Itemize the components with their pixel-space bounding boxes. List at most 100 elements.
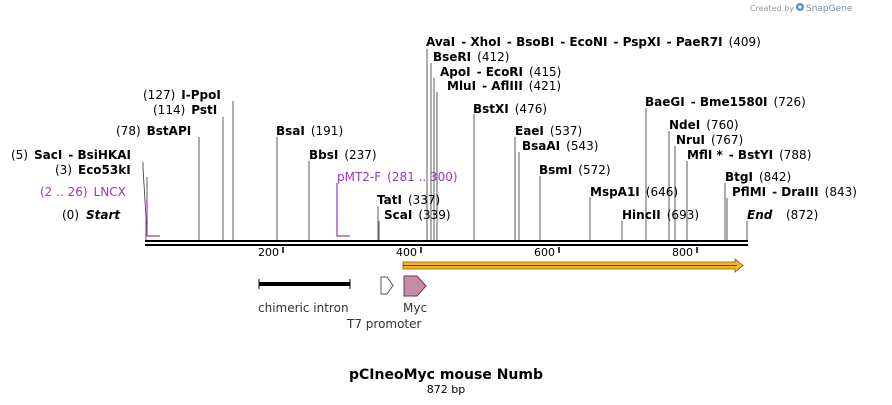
enzyme-name: - Bme1580I [691,95,768,109]
enzyme-name: BseRI [433,50,471,64]
primer-text: (2 .. 26) [40,185,88,199]
promoter-arrow-icon [380,276,394,295]
site-label: BtgI(842) [725,170,791,184]
primer-text: (281 .. 300) [387,170,457,184]
site-label: EaeI (537) [515,124,582,138]
site-position: (760) [706,118,738,132]
site-position: (191) [311,124,343,138]
site-label: (114)PstI [153,103,217,117]
site-position: (537) [550,124,582,138]
primer-label: (2 .. 26) LNCX [40,185,126,199]
site-position: (237) [344,148,376,162]
site-label: ApoI - EcoRI (415) [440,65,561,79]
enzyme-name: ApoI [440,65,471,79]
enzyme-name: AvaI [426,35,455,49]
enzyme-name: ScaI [384,208,412,222]
enzyme-name: SacI [34,148,62,162]
site-position: (421) [529,79,561,93]
site-label: PflMI- DraIII(843) [732,185,857,199]
enzyme-name: - EcoRI [477,65,523,79]
site-position: (788) [779,148,811,162]
enzyme-name: MflI * [687,148,723,162]
primer-label: pMT2-F (281 .. 300) [337,170,458,184]
site-leader-lines [142,49,748,240]
site-label: BstXI(476) [473,102,547,116]
enzyme-name: - AflIII [482,79,523,93]
enzyme-name: MspA1I [590,185,640,199]
site-position: (572) [578,163,610,177]
primer-text: LNCX [94,185,126,199]
enzyme-name: - EcoNI [560,35,607,49]
enzyme-name: BstAPI [147,124,192,138]
enzyme-name: I-PpoI [181,88,221,102]
myc-label: Myc [403,301,427,315]
site-label: MspA1I (646) [590,185,678,199]
site-position: (767) [711,133,743,147]
enzyme-name: Eco53kI [78,163,131,177]
end-label: End [747,208,773,222]
site-position: (337) [408,193,440,207]
site-position: (843) [825,185,857,199]
site-label: AvaI- XhoI- BsoBI- EcoNI- PspXI- PaeR7I(… [426,35,761,49]
site-position: (412) [477,50,509,64]
enzyme-name: BbsI [309,148,338,162]
site-label: MflI * - BstYI (788) [687,148,811,162]
site-position: (726) [774,95,806,109]
enzyme-name: BsmI [539,163,572,177]
enzyme-name: BtgI [725,170,753,184]
ruler-labels: 200 400 600 800 [258,246,693,259]
site-label: NdeI (760) [669,118,739,132]
site-position: (114) [153,103,185,117]
site-label: BsaI (191) [276,124,343,138]
ruler-tick-label: 800 [672,246,693,259]
site-label: ScaI(339) [384,208,451,222]
site-position: (646) [646,185,678,199]
enzyme-name: HincII [622,208,661,222]
enzyme-name: PflMI [732,185,766,199]
end-position: (872) [786,208,818,222]
enzyme-name: - PspXI [613,35,660,49]
ruler-tick-label: 200 [258,246,279,259]
snapgene-brand: SnapGene [806,4,853,14]
enzyme-name: MluI [447,79,476,93]
site-label: BsaAI (543) [522,139,598,153]
site-label: HincII (693) [622,208,699,222]
enzyme-name: BsaI [276,124,305,138]
site-label: NruI (767) [676,133,743,147]
site-label: (78) BstAPI [116,124,191,138]
site-label: (3) Eco53kI [55,163,131,177]
site-label: TatI(337) [377,193,440,207]
enzyme-name: EaeI [515,124,544,138]
enzyme-name: - BsoBI [507,35,554,49]
site-position: (543) [566,139,598,153]
site-position: (78) [116,124,141,138]
primer-marks [146,183,350,237]
site-label: (5) SacI - BsiHKAI [11,148,131,162]
enzyme-name: - BsiHKAI [68,148,131,162]
enzyme-name: NdeI [669,118,700,132]
chimeric-intron-label: chimeric intron [258,301,349,315]
site-position: (693) [667,208,699,222]
enzyme-name: BaeGI [645,95,685,109]
myc-tag-arrow-icon [403,275,427,297]
enzyme-name: NruI [676,133,705,147]
enzyme-name: BsaAI [522,139,560,153]
site-label: (127)I-PpoI [143,88,221,102]
site-position: (3) [55,163,72,177]
enzyme-name: - PaeR7I [667,35,723,49]
enzyme-name: - XhoI [461,35,501,49]
map-length: 872 bp [427,383,465,396]
credit-text: Created by [750,4,794,13]
site-position: (5) [11,148,28,162]
site-label: BseRI (412) [433,50,509,64]
enzyme-name: - BstYI [729,148,773,162]
t7-promoter-feature: T7 promoter [346,276,422,331]
sequence-backbone [145,240,748,253]
primer-text: pMT2-F [337,170,381,184]
site-label: BbsI (237) [309,148,377,162]
snapgene-logo-icon [796,3,804,11]
site-position: (415) [529,65,561,79]
ruler-tick-label: 400 [396,246,417,259]
ruler-tick-label: 600 [534,246,555,259]
